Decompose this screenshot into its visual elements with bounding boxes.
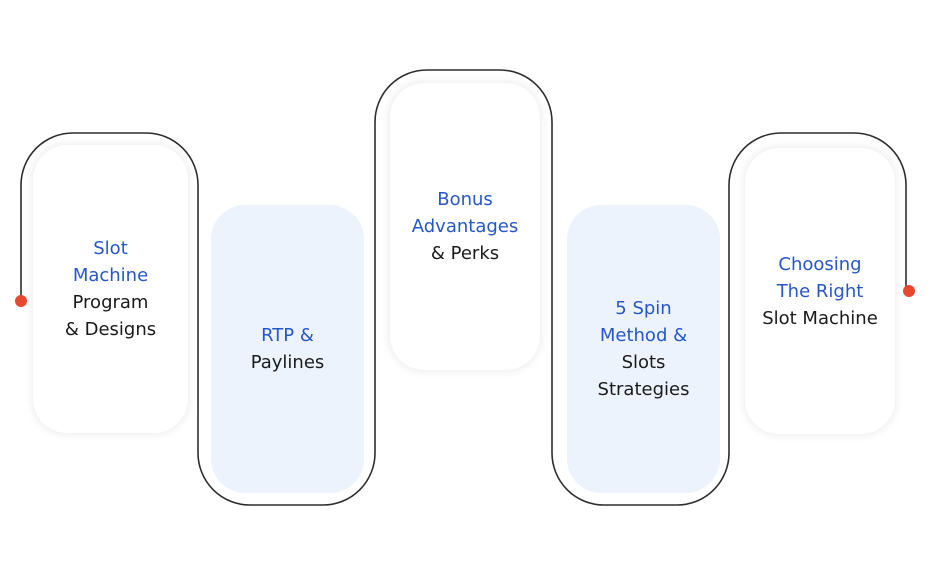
- step-5-highlight-2: The Right: [776, 280, 864, 302]
- step-card-2: RTP & Paylines: [211, 205, 364, 493]
- step-3-text-1: & Perks: [430, 243, 500, 264]
- step-1-highlight-2: Machine: [72, 265, 149, 286]
- step-5-text-1: Slot Machine: [762, 307, 878, 329]
- step-card-5: Choosing The Right Slot Machine: [745, 148, 895, 434]
- step-1-highlight-1: Slot: [93, 238, 128, 259]
- step-3-highlight-1: Bonus: [437, 189, 493, 210]
- step-card-3: Bonus Advantages & Perks: [390, 83, 540, 370]
- start-dot: [15, 295, 27, 307]
- step-card-4: 5 Spin Method & Slots Strategies: [567, 205, 720, 493]
- step-5-highlight-1: Choosing: [778, 253, 862, 275]
- step-2-text-1: Paylines: [250, 352, 325, 373]
- step-1-text-2: & Designs: [64, 319, 157, 340]
- step-card-1: Slot Machine Program & Designs: [33, 145, 188, 433]
- step-3-highlight-2: Advantages: [411, 216, 519, 237]
- step-2-highlight-1: RTP &: [261, 325, 314, 346]
- step-4-text-1: Slots: [621, 352, 666, 373]
- step-1-text-1: Program: [72, 292, 149, 313]
- step-4-highlight-1: 5 Spin: [615, 298, 672, 319]
- step-4-highlight-2: Method &: [599, 325, 688, 346]
- end-dot: [903, 285, 915, 297]
- step-4-text-2: Strategies: [597, 379, 690, 400]
